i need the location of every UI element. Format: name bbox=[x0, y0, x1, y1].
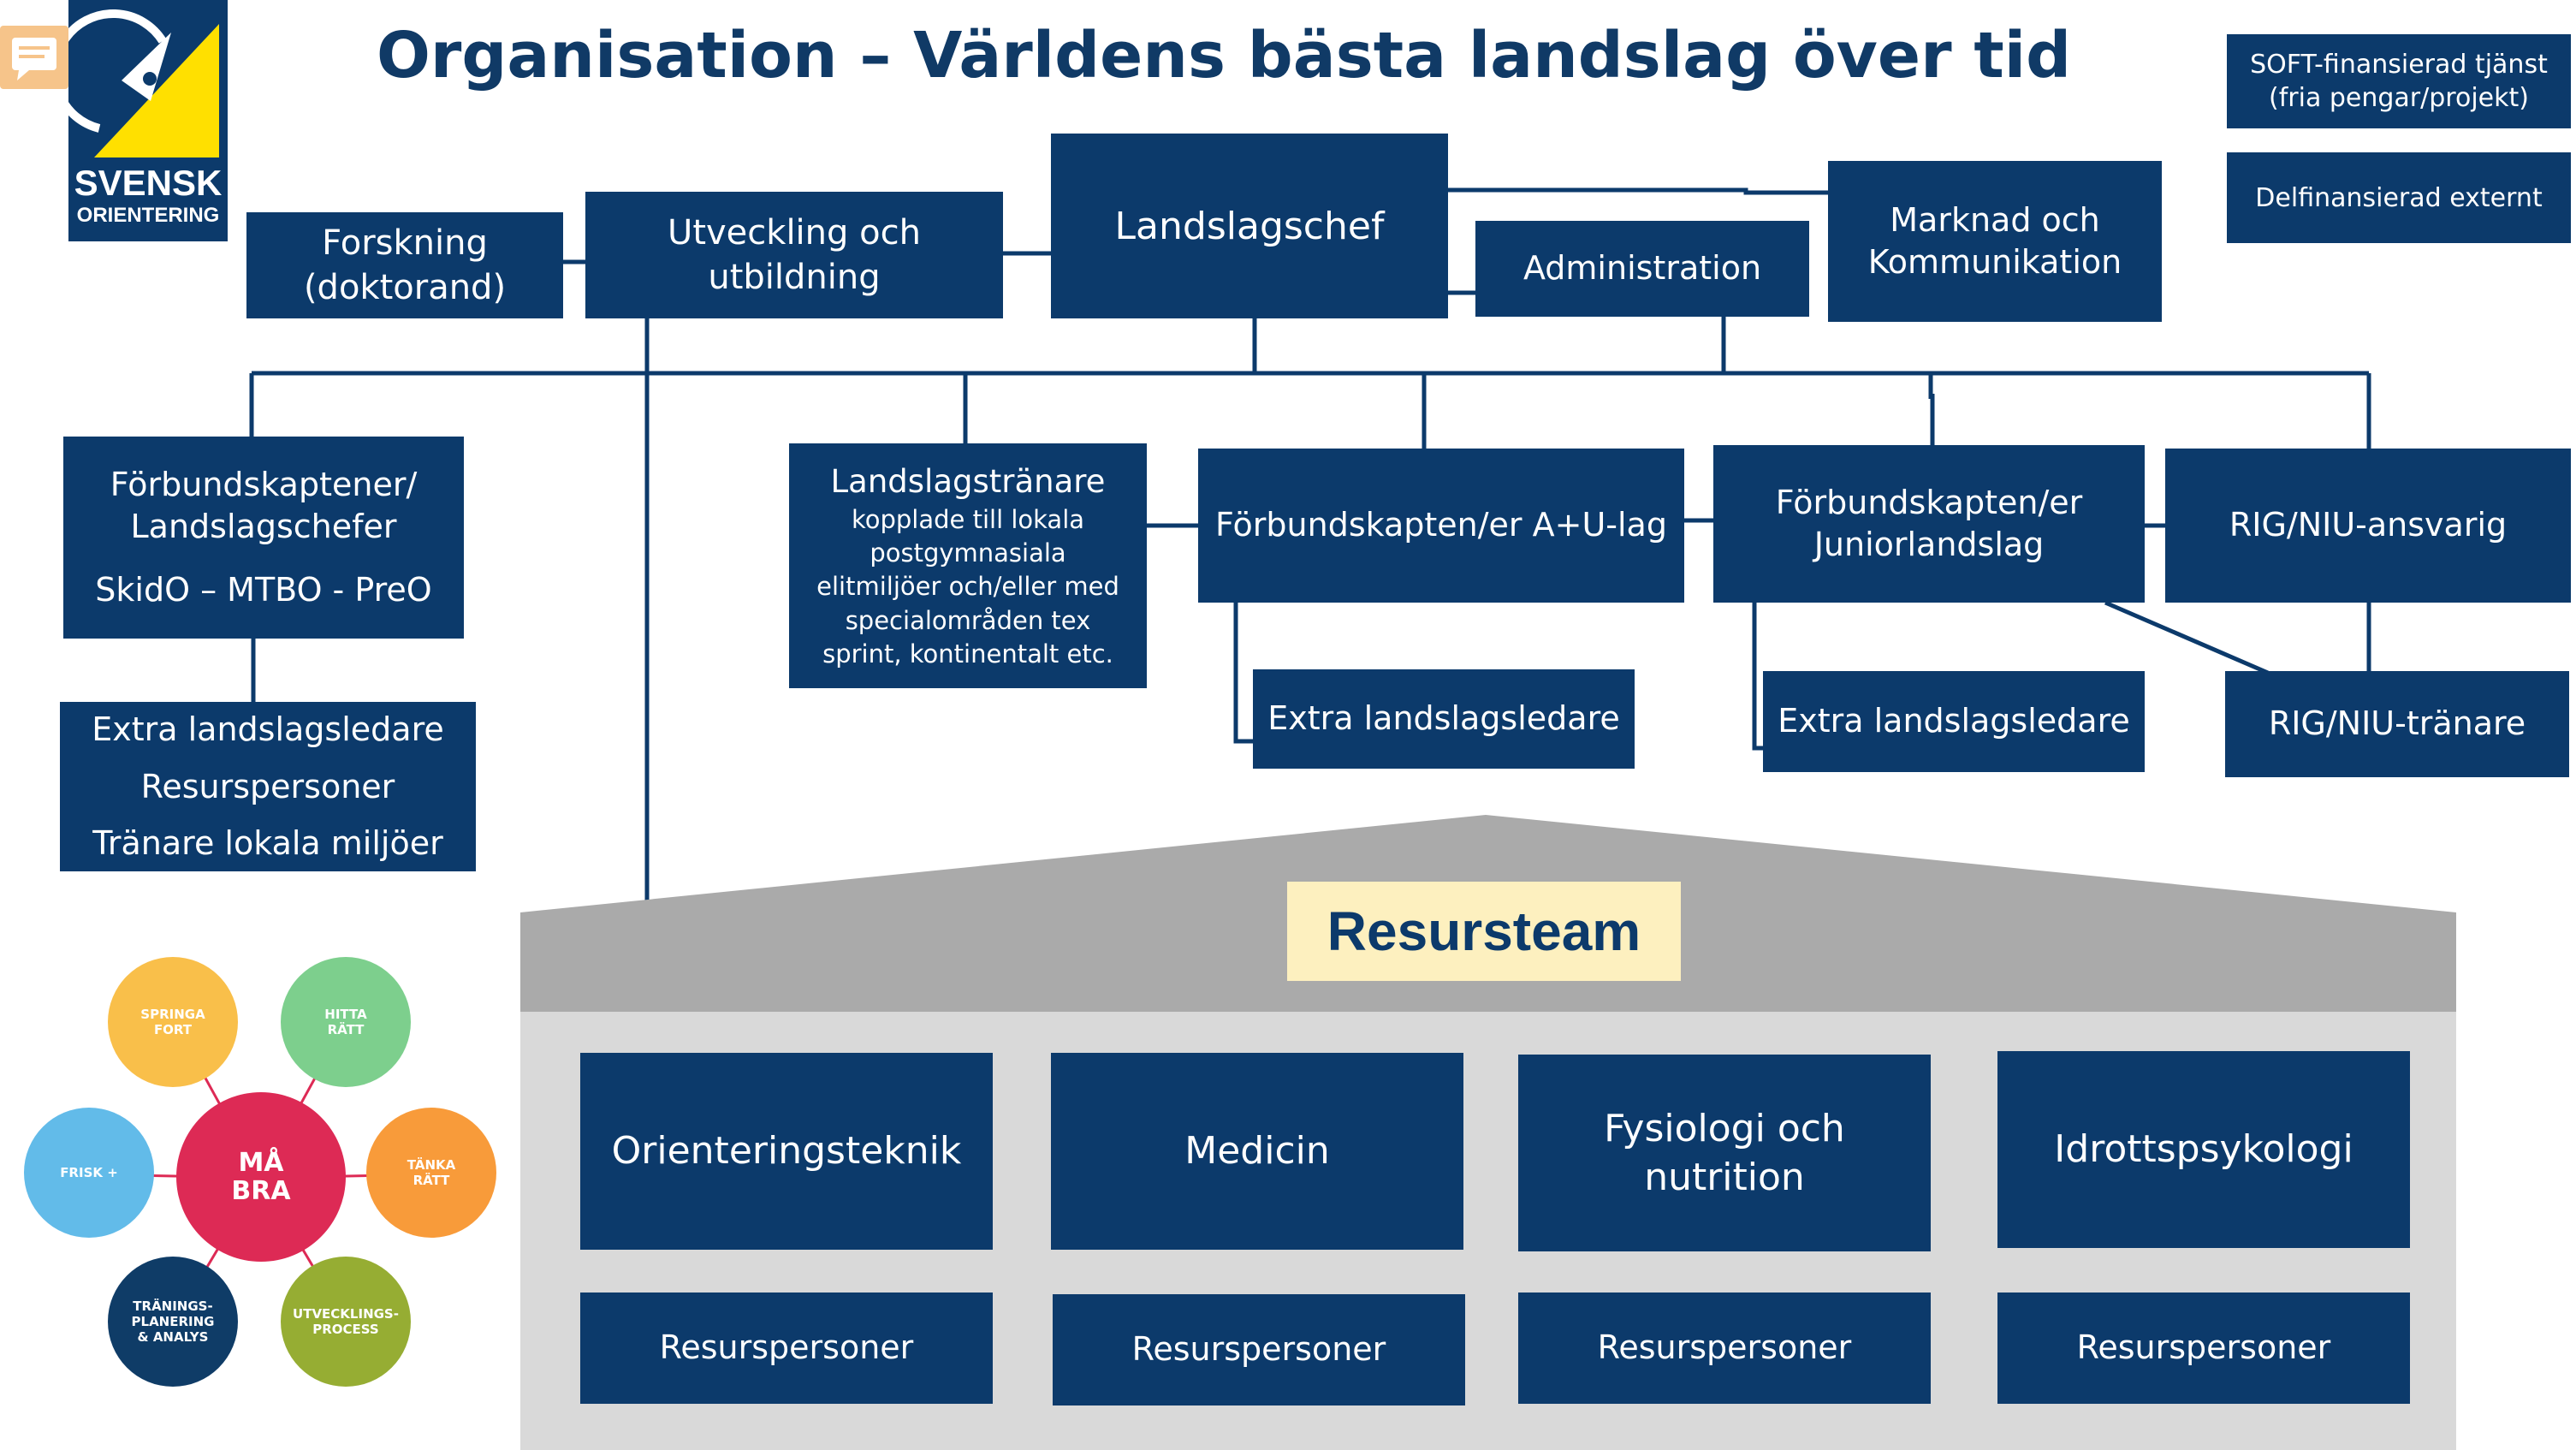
hitta-line2: RÄTT bbox=[327, 1022, 365, 1037]
utveckling-wheel-line2: PROCESS bbox=[312, 1322, 379, 1337]
utveckling-wheel-line1: UTVECKLINGS- bbox=[293, 1306, 399, 1322]
au-lag-label: Förbundskapten/er A+U-lag bbox=[1215, 506, 1667, 544]
area-orienteringsteknik-label: Orienteringsteknik bbox=[611, 1129, 962, 1174]
wheel-utvecklingsprocess: UTVECKLINGS-PROCESS bbox=[281, 1257, 411, 1387]
landslagstranare-heading: Landslagstränare bbox=[830, 463, 1106, 501]
resurspersoner-2: Resurspersoner bbox=[1053, 1294, 1465, 1405]
extra-left-line1: Extra landslagsledare bbox=[92, 710, 444, 749]
forskning-box: Forskning (doktorand) bbox=[246, 212, 563, 318]
wheel-frisk: FRISK + bbox=[24, 1108, 154, 1238]
logo-graphic bbox=[68, 9, 219, 157]
legend-soft-line2: (fria pengar/projekt) bbox=[2269, 83, 2529, 113]
rig-ansvarig-label: RIG/NIU-ansvarig bbox=[2229, 506, 2508, 544]
resurspersoner-4-label: Resurspersoner bbox=[2076, 1328, 2331, 1367]
comment-icon[interactable] bbox=[0, 26, 68, 89]
extra-left-line2: Resurspersoner bbox=[140, 767, 395, 805]
comment-glyph bbox=[12, 38, 56, 80]
svensk-orientering-logo: SVENSK ORIENTERING bbox=[68, 0, 228, 241]
administration-box: Administration bbox=[1475, 221, 1809, 317]
page-title: Organisation – Världens bästa landslag ö… bbox=[377, 19, 2072, 92]
extra-au-label: Extra landslagsledare bbox=[1267, 699, 1620, 738]
forbundskaptener-line2: Landslagschefer bbox=[130, 508, 397, 546]
forskning-line1: Forskning bbox=[322, 223, 488, 263]
utveckling-line2: utbildning bbox=[708, 258, 881, 297]
forbundskaptener-box: Förbundskaptener/ Landslagschefer SkidO … bbox=[63, 437, 464, 639]
forskning-line2: (doktorand) bbox=[303, 268, 507, 307]
administration-label: Administration bbox=[1522, 249, 1762, 288]
extra-au-box: Extra landslagsledare bbox=[1253, 669, 1635, 769]
utveckling-line1: Utveckling och bbox=[668, 213, 921, 253]
logo-text-orientering: ORIENTERING bbox=[76, 204, 220, 227]
au-lag-box: Förbundskapten/er A+U-lag bbox=[1198, 449, 1684, 603]
extra-junior-label: Extra landslagsledare bbox=[1778, 702, 2130, 740]
frisk-label: FRISK + bbox=[60, 1165, 118, 1180]
rig-tranare-box: RIG/NIU-tränare bbox=[2225, 671, 2569, 777]
area-idrottspsykologi: Idrottspsykologi bbox=[1997, 1051, 2410, 1248]
springa-line1: SPRINGA bbox=[140, 1007, 205, 1022]
landslagstranare-line3: postgymnasiala bbox=[870, 538, 1066, 568]
marknad-box: Marknad och Kommunikation bbox=[1828, 161, 2162, 322]
tanka-line1: TÄNKA bbox=[407, 1157, 456, 1173]
marknad-line2: Kommunikation bbox=[1867, 243, 2122, 281]
area-medicin: Medicin bbox=[1051, 1053, 1463, 1250]
legend-external-label: Delfinansierad externt bbox=[2255, 182, 2543, 213]
rig-tranare-label: RIG/NIU-tränare bbox=[2268, 704, 2526, 743]
area-fysiologi-label: Fysiologi och nutrition bbox=[1604, 1106, 1845, 1199]
wheel-traningsplanering: TRÄNINGS-PLANERING& ANALYS bbox=[108, 1257, 238, 1387]
resurspersoner-3-label: Resurspersoner bbox=[1597, 1328, 1852, 1367]
resurspersoner-2-label: Resurspersoner bbox=[1131, 1330, 1386, 1369]
resurspersoner-1-label: Resurspersoner bbox=[659, 1328, 914, 1367]
extra-junior-box: Extra landslagsledare bbox=[1763, 671, 2145, 772]
area-idrottspsykologi-label: Idrottspsykologi bbox=[2054, 1127, 2353, 1172]
center-line1: MÅ bbox=[238, 1148, 284, 1178]
junior-box: Förbundskapten/er Juniorlandslag bbox=[1713, 445, 2145, 603]
forbundskaptener-line3: SkidO – MTBO - PreO bbox=[95, 570, 432, 609]
traning-line2: PLANERING bbox=[131, 1314, 215, 1329]
landslagstranare-box: Landslagstränare kopplade till lokala po… bbox=[789, 443, 1147, 688]
tanka-line2: RÄTT bbox=[413, 1173, 450, 1188]
center-line2: BRA bbox=[231, 1176, 291, 1206]
landslagstranare-line4: elitmiljöer och/eller med bbox=[816, 572, 1119, 602]
legend-soft-line1: SOFT-finansierad tjänst bbox=[2250, 50, 2548, 80]
traning-line1: TRÄNINGS- bbox=[133, 1298, 213, 1314]
extra-left-box: Extra landslagsledare Resurspersoner Trä… bbox=[60, 702, 476, 871]
area-orienteringsteknik: Orienteringsteknik bbox=[580, 1053, 993, 1250]
legend-soft-funded: SOFT-finansierad tjänst (fria pengar/pro… bbox=[2227, 34, 2571, 128]
resurspersoner-1: Resurspersoner bbox=[580, 1293, 993, 1404]
rig-ansvarig-box: RIG/NIU-ansvarig bbox=[2165, 449, 2571, 603]
junior-line1: Förbundskapten/er bbox=[1775, 483, 2083, 521]
hitta-line1: HITTA bbox=[324, 1007, 367, 1022]
marknad-line1: Marknad och bbox=[1890, 200, 2100, 239]
landslagstranare-line5: specialområden tex bbox=[845, 605, 1091, 635]
extra-left-line3: Tränare lokala miljöer bbox=[92, 824, 443, 863]
area-medicin-label: Medicin bbox=[1184, 1129, 1330, 1174]
logo-text-svensk: SVENSK bbox=[74, 163, 223, 203]
resursteam-label: Resursteam bbox=[1287, 882, 1681, 981]
resurspersoner-4: Resurspersoner bbox=[1997, 1293, 2410, 1404]
area-fysiologi: Fysiologi och nutrition bbox=[1518, 1055, 1931, 1251]
forbundskaptener-line1: Förbundskaptener/ bbox=[110, 465, 418, 503]
landslagstranare-line2: kopplade till lokala bbox=[851, 505, 1085, 535]
landslagschef-box: Landslagschef bbox=[1051, 134, 1448, 318]
landslagschef-label: Landslagschef bbox=[1114, 205, 1385, 248]
traning-line3: & ANALYS bbox=[137, 1329, 209, 1345]
resurspersoner-3: Resurspersoner bbox=[1518, 1293, 1931, 1404]
landslagstranare-line6: sprint, kontinentalt etc. bbox=[822, 639, 1113, 669]
springa-line2: FORT bbox=[153, 1022, 193, 1037]
legend-external-funded: Delfinansierad externt bbox=[2227, 152, 2571, 243]
junior-line2: Juniorlandslag bbox=[1813, 526, 2045, 563]
utveckling-box: Utveckling och utbildning bbox=[585, 192, 1003, 318]
